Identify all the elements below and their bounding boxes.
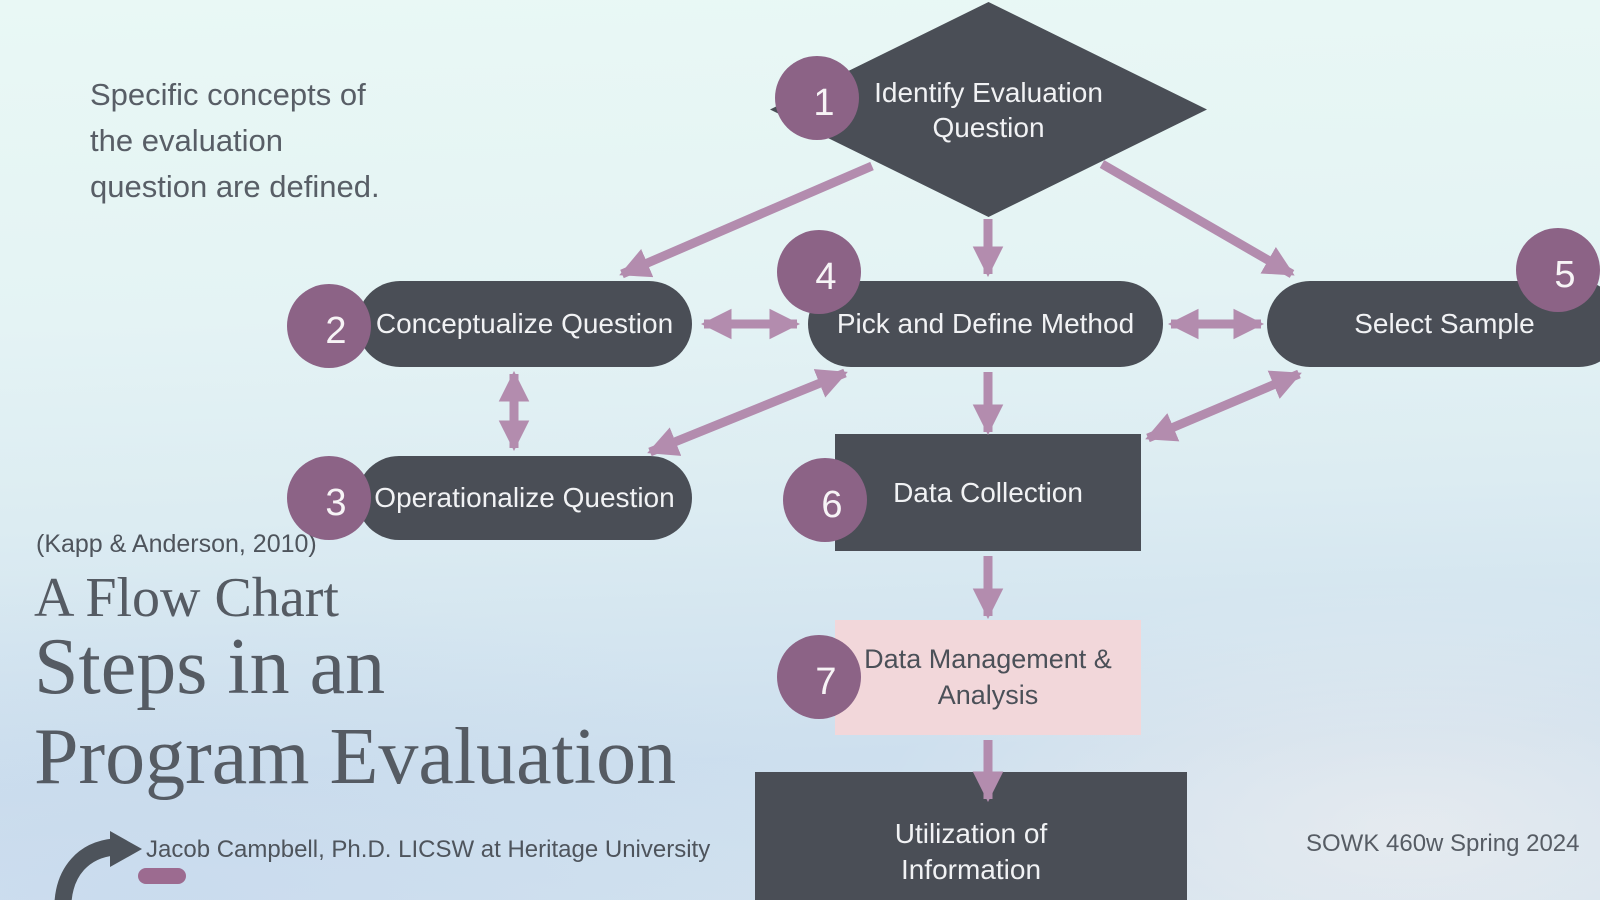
intro-line-3: question are defined.: [90, 169, 380, 204]
node-label: Identify Evaluation Question: [874, 76, 1103, 143]
step-number: 4: [815, 255, 837, 298]
node-label: Select Sample: [1354, 308, 1535, 339]
title-line-1: Steps in an: [34, 623, 386, 711]
step-number: 2: [325, 309, 347, 352]
citation-text: (Kapp & Anderson, 2010): [36, 530, 317, 558]
subtitle-text: A Flow Chart: [34, 567, 339, 629]
step-number: 6: [821, 483, 843, 526]
curved-arrow-icon: [54, 831, 142, 900]
step-number: 1: [813, 81, 835, 124]
node-label: Pick and Define Method: [836, 308, 1135, 339]
step-badge-2: 2: [287, 284, 371, 368]
intro-text: Specific concepts of the evaluation ques…: [90, 72, 380, 210]
node-conceptualize-question: Conceptualize Question: [357, 281, 692, 367]
step-number: 5: [1554, 253, 1576, 296]
node-label: Operationalize Question: [374, 482, 675, 513]
author-text: Jacob Campbell, Ph.D. LICSW at Heritage …: [146, 836, 711, 863]
node-label: Data Collection: [893, 476, 1083, 508]
step-badge-6: 6: [783, 458, 867, 542]
node-data-management-analysis: Data Management & Analysis: [835, 620, 1141, 735]
node-operationalize-question: Operationalize Question: [357, 456, 692, 540]
step-badge-4: 4: [777, 230, 861, 314]
node-utilization-of-information: Utilization of Information: [755, 772, 1187, 900]
node-pick-and-define-method: Pick and Define Method: [808, 281, 1163, 367]
step-badge-3: 3: [287, 456, 371, 540]
step-badge-5: 5: [1516, 228, 1600, 312]
node-label: Utilization of Information: [894, 818, 1048, 886]
step-number: 7: [815, 660, 837, 703]
course-text: SOWK 460w Spring 2024: [1306, 830, 1580, 857]
node-data-collection: Data Collection: [835, 434, 1141, 551]
step-badge-1: 1: [775, 56, 859, 140]
footer-dash: [138, 868, 186, 884]
node-label: Conceptualize Question: [375, 308, 674, 339]
title-line-2: Program Evaluation: [34, 713, 677, 801]
intro-line-2: the evaluation: [90, 123, 284, 158]
node-label: Data Management & Analysis: [864, 644, 1112, 710]
step-number: 3: [325, 481, 347, 524]
step-badge-7: 7: [777, 635, 861, 719]
intro-line-1: Specific concepts of: [90, 77, 366, 112]
